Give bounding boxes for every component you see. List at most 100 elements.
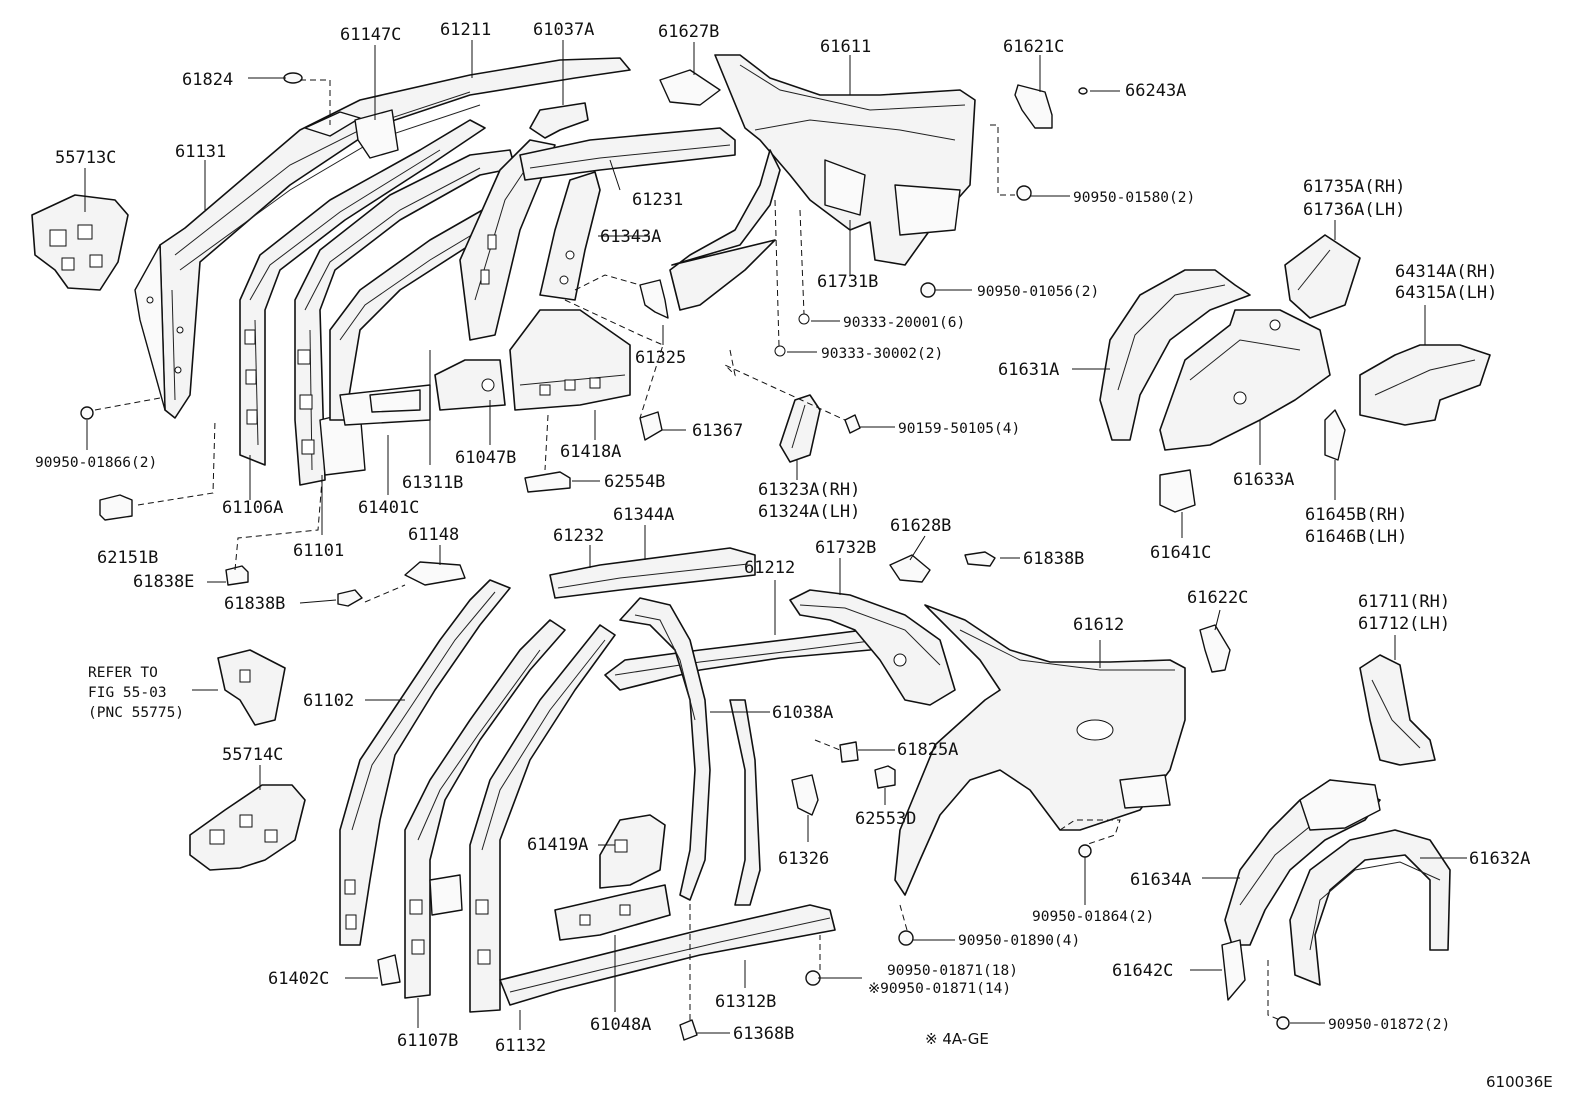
label-55714C: 55714C xyxy=(222,745,283,765)
label-61047B: 61047B xyxy=(455,448,516,468)
label-61402C: 61402C xyxy=(268,969,329,989)
reinforcement-61419A xyxy=(599,814,666,889)
dashed-connection-lines xyxy=(94,79,1281,1021)
roof-side-61212 xyxy=(604,627,891,691)
label-61212: 61212 xyxy=(744,558,795,578)
gusset-61642C xyxy=(1221,939,1246,1001)
label-61048A: 61048A xyxy=(590,1015,651,1035)
label-61712: 61712(LH) xyxy=(1358,614,1450,634)
label-61211: 61211 xyxy=(440,20,491,40)
label-90950-01056: 90950-01056(2) xyxy=(977,284,1099,300)
label-64315A: 64315A(LH) xyxy=(1395,283,1497,303)
label-61312B: 61312B xyxy=(715,992,776,1012)
bracket-61628B xyxy=(889,554,931,583)
label-62554B: 62554B xyxy=(604,472,665,492)
roof-rail-61231 xyxy=(519,127,736,181)
fasteners-upper xyxy=(774,185,1032,434)
wheel-house-inner-61632A xyxy=(1289,779,1451,986)
label-61634A: 61634A xyxy=(1130,870,1191,890)
label-61633A: 61633A xyxy=(1233,470,1294,490)
plug-66243A xyxy=(1078,87,1088,95)
gusset-61641C xyxy=(1159,469,1196,513)
bracket-61326 xyxy=(791,774,819,816)
label-62151B: 62151B xyxy=(97,548,158,568)
bracket-61367 xyxy=(639,411,663,441)
label-61731B: 61731B xyxy=(817,272,878,292)
bracket-refer-55775 xyxy=(217,649,286,726)
label-66243A: 66243A xyxy=(1125,81,1186,101)
wheel-house-outer-61631A xyxy=(1099,269,1251,441)
label-64314A: 64314A(RH) xyxy=(1395,262,1497,282)
label-90333-30002: 90333-30002(2) xyxy=(821,346,943,362)
front-pillar-61107B xyxy=(404,619,566,999)
roof-side-rail-61211 xyxy=(304,109,399,159)
roof-rail-61232 xyxy=(549,547,756,599)
bracket-55714C xyxy=(189,784,306,871)
label-61838B-right: 61838B xyxy=(1023,549,1084,569)
pad-61824 xyxy=(283,72,303,84)
label-90950-01580: 90950-01580(2) xyxy=(1073,190,1195,206)
brace-64314A xyxy=(1359,344,1491,426)
rocker-61418A xyxy=(509,309,631,411)
quarter-panel-61612 xyxy=(894,604,1186,896)
label-61311B: 61311B xyxy=(402,473,463,493)
label-61101: 61101 xyxy=(293,541,344,561)
refer-note-line2: FIG 55-03 xyxy=(88,685,167,701)
label-61038A: 61038A xyxy=(772,703,833,723)
label-61838B-left: 61838B xyxy=(224,594,285,614)
label-61824: 61824 xyxy=(182,70,233,90)
bracket-61627B xyxy=(659,69,721,106)
label-61711: 61711(RH) xyxy=(1358,592,1450,612)
label-55713C: 55713C xyxy=(55,148,116,168)
label-61736A: 61736A(LH) xyxy=(1303,200,1405,220)
label-61627B: 61627B xyxy=(658,22,719,42)
front-pillar-61101 xyxy=(294,149,516,486)
label-61232: 61232 xyxy=(553,526,604,546)
label-61344A: 61344A xyxy=(613,505,674,525)
label-61231: 61231 xyxy=(632,190,683,210)
label-61631A: 61631A xyxy=(998,360,1059,380)
label-61632A: 61632A xyxy=(1469,849,1530,869)
rocker-61048A xyxy=(554,884,671,941)
pillar-extension-61711 xyxy=(1359,654,1436,766)
center-pillar-61343A xyxy=(539,171,601,301)
extension-61735A xyxy=(1284,234,1361,319)
label-90950-01872: 90950-01872(2) xyxy=(1328,1017,1450,1033)
label-61037A: 61037A xyxy=(533,20,594,40)
label-61132: 61132 xyxy=(495,1036,546,1056)
label-61628B: 61628B xyxy=(890,516,951,536)
label-61621C: 61621C xyxy=(1003,37,1064,57)
diagram-id: 610036E xyxy=(1486,1073,1553,1091)
leader-lines xyxy=(84,40,1467,1034)
label-90950-01864: 90950-01864(2) xyxy=(1032,909,1154,925)
label-61732B: 61732B xyxy=(815,538,876,558)
filler-block-61825A xyxy=(839,741,859,763)
refer-note-line3: (PNC 55775) xyxy=(88,705,184,721)
label-61326: 61326 xyxy=(778,849,829,869)
refer-note-line1: REFER TO xyxy=(88,665,158,681)
quarter-panel-61611 xyxy=(669,54,976,311)
filler-block-62151B xyxy=(99,494,133,521)
bracket-61621C xyxy=(1014,84,1053,129)
footnote-engine: ※ 4A-GE xyxy=(925,1030,989,1048)
bracket-61325 xyxy=(639,279,669,319)
label-62553D: 62553D xyxy=(855,809,916,829)
label-61368B: 61368B xyxy=(733,1024,794,1044)
label-61612: 61612 xyxy=(1073,615,1124,635)
front-pillar-61106A xyxy=(239,119,486,466)
filler-block-61838E xyxy=(225,565,249,586)
label-61106A: 61106A xyxy=(222,498,283,518)
center-pillar-61132 xyxy=(469,624,616,1013)
label-61611: 61611 xyxy=(820,37,871,57)
wheel-house-inner-61633A xyxy=(1159,309,1331,451)
side-outer-panel-upper xyxy=(134,57,631,419)
label-61418A: 61418A xyxy=(560,442,621,462)
pillar-trim-61323A xyxy=(779,394,821,463)
label-61641C: 61641C xyxy=(1150,543,1211,563)
label-61642C: 61642C xyxy=(1112,961,1173,981)
label-61323A: 61323A(RH) xyxy=(758,480,860,500)
label-61367: 61367 xyxy=(692,421,743,441)
label-61343A: 61343A xyxy=(600,227,661,247)
label-61325: 61325 xyxy=(635,348,686,368)
